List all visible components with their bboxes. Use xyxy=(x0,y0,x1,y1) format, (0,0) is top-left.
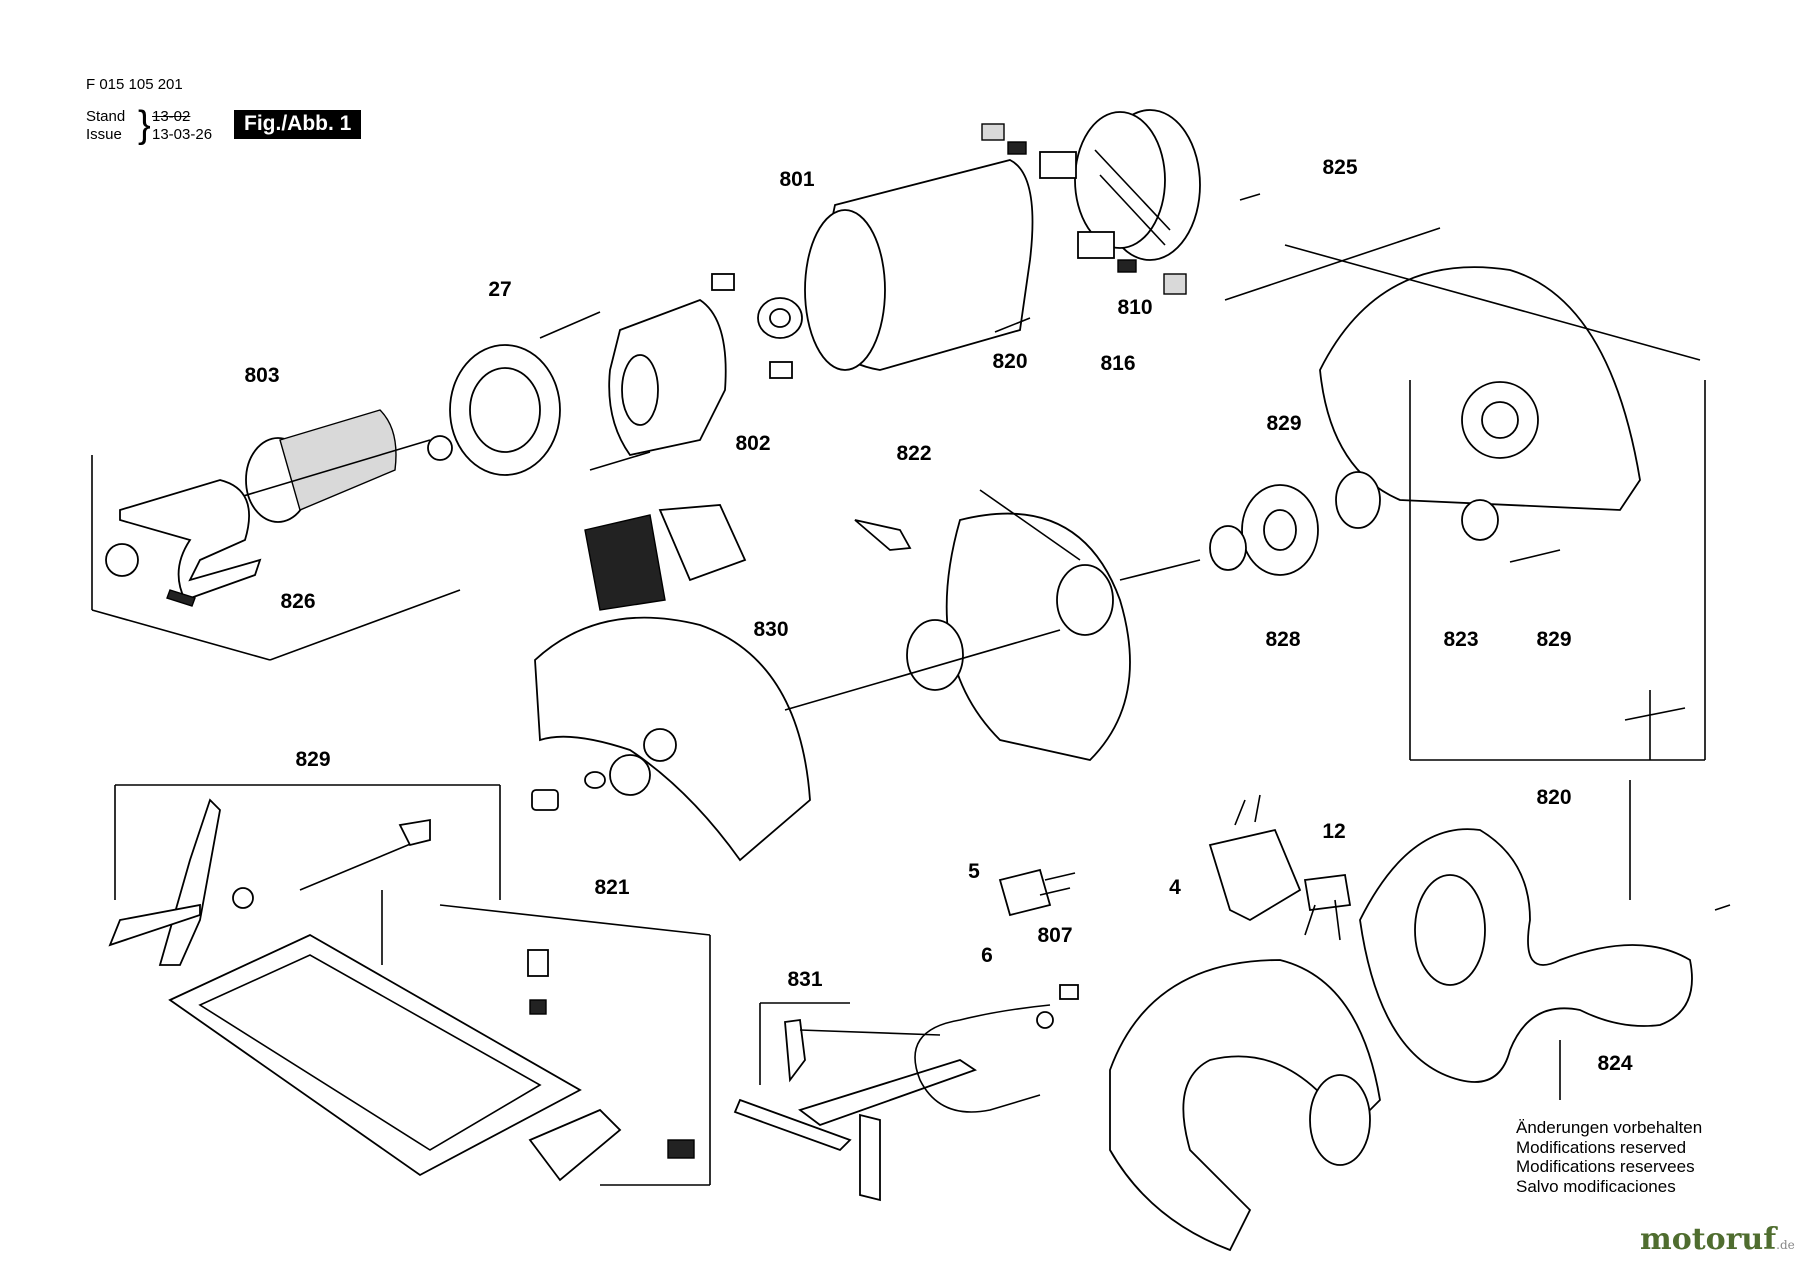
part-label-802: 802 xyxy=(735,432,771,455)
part-label-27: 27 xyxy=(488,278,512,301)
watermark-logo: motoruf.de xyxy=(1640,1222,1795,1257)
part-label-828: 828 xyxy=(1265,628,1301,651)
handle-shell-drawing xyxy=(1359,828,1693,1083)
revision-block: Stand Issue } 13-02 13-03-26 xyxy=(86,106,212,144)
part-label-831: 831 xyxy=(787,968,823,991)
motor-housing-drawing xyxy=(757,159,1034,371)
base-plate-drawing xyxy=(108,798,695,1182)
field-coil-drawing xyxy=(608,273,793,457)
baffle-drawing xyxy=(449,344,561,476)
issue-date: 13-03-26 xyxy=(152,126,213,143)
part-label-829-left: 829 xyxy=(295,748,331,771)
part-label-820-top: 820 xyxy=(992,350,1028,373)
part-label-4: 4 xyxy=(1169,876,1181,899)
power-cord-drawing xyxy=(914,868,1079,1113)
upper-guard-drawing xyxy=(1319,266,1641,511)
part-label-824: 824 xyxy=(1597,1052,1633,1075)
part-label-821: 821 xyxy=(594,876,630,899)
part-label-12: 12 xyxy=(1322,820,1346,843)
handle-drawing xyxy=(1109,959,1381,1252)
part-label-816: 816 xyxy=(1100,352,1136,375)
notice-line-en: Modifications reserved xyxy=(1516,1137,1687,1157)
watermark-brand: motoruf xyxy=(1640,1222,1777,1257)
part-label-825: 825 xyxy=(1322,156,1358,179)
part-label-803: 803 xyxy=(244,364,280,387)
watermark-tld: .de xyxy=(1776,1238,1795,1252)
notice-line-de: Änderungen vorbehalten xyxy=(1516,1118,1703,1137)
notice-line-es: Salvo modificaciones xyxy=(1516,1176,1676,1196)
end-cap-drawing xyxy=(1074,109,1201,261)
part-label-830: 830 xyxy=(753,618,789,641)
figure-badge: Fig./Abb. 1 xyxy=(234,110,362,139)
issue-label: Issue xyxy=(86,126,122,143)
armature-drawing xyxy=(105,409,453,607)
part-label-801: 801 xyxy=(779,168,815,191)
stand-date: 13-02 xyxy=(152,108,191,125)
part-label-823: 823 xyxy=(1443,628,1479,651)
part-label-820-mid: 820 xyxy=(1536,786,1572,809)
movable-guard-drawing xyxy=(854,489,1131,761)
lower-guard-drawing xyxy=(531,616,811,862)
part-label-5: 5 xyxy=(968,860,980,883)
notice-line-fr: Modifications reservees xyxy=(1516,1157,1695,1176)
brace-icon: } xyxy=(138,104,151,146)
part-label-822: 822 xyxy=(896,442,932,465)
part-label-826: 826 xyxy=(280,590,316,613)
part-label-810: 810 xyxy=(1117,296,1153,319)
part-label-6: 6 xyxy=(981,944,993,967)
rip-fence-drawing xyxy=(733,1018,977,1202)
modifications-notice: Änderungen vorbehalten Modifications res… xyxy=(1516,1118,1702,1196)
document-number: F 015 105 201 xyxy=(86,76,183,93)
part-label-829-right: 829 xyxy=(1266,412,1302,435)
stand-label: Stand xyxy=(86,108,126,125)
revision-dates: 13-02 13-03-26 xyxy=(152,108,212,144)
part-label-829-right-b: 829 xyxy=(1536,628,1572,651)
part-label-807: 807 xyxy=(1037,924,1073,947)
